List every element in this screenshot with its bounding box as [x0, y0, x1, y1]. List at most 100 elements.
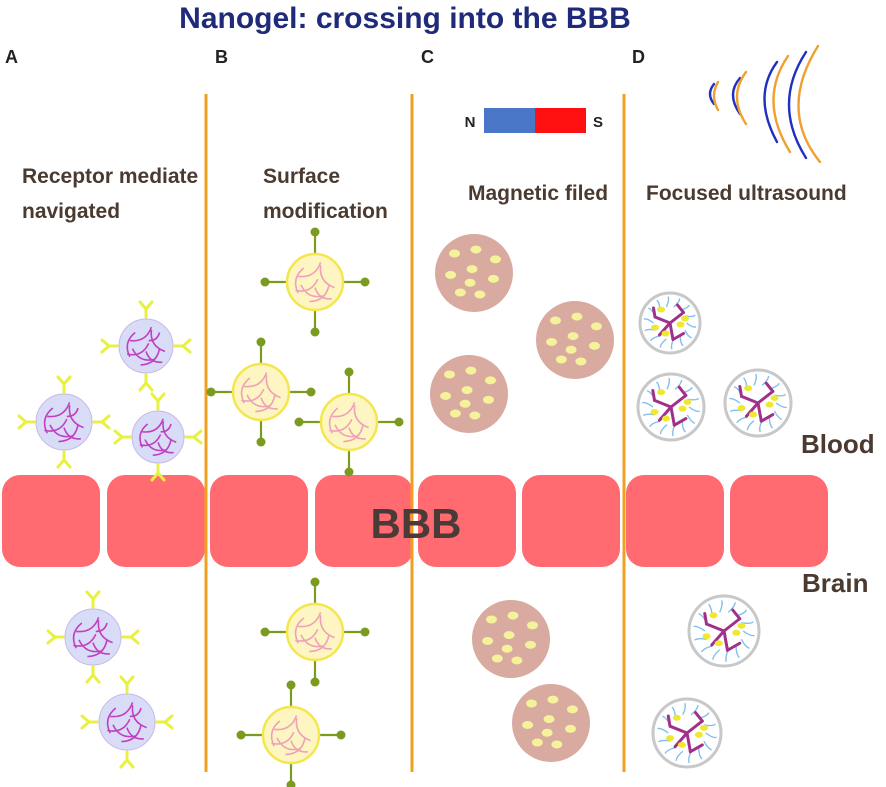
nanogel-payload-dot	[678, 405, 687, 412]
nanogel-strand	[97, 620, 113, 644]
nanogel-main-strand	[652, 306, 657, 319]
nanogel-strand	[353, 405, 369, 429]
magnetic-nanoparticle-dot	[566, 705, 578, 714]
nanogel-fine-strand	[688, 406, 700, 413]
magnetic-nanoparticle-dot	[482, 636, 494, 645]
magnetic-nanoparticle-dot	[526, 699, 537, 708]
ultrasound-wave-arc	[735, 70, 748, 126]
surface-ligand-head	[310, 327, 320, 337]
panel-b-label-line1: Surface	[263, 165, 340, 188]
nanogel-main-strand	[657, 405, 673, 422]
panel-a-label-line2: navigated	[22, 200, 120, 223]
receptor-ligand-arm	[129, 635, 140, 645]
nanogel-fine-strand	[682, 702, 686, 716]
ultrasound-nanogel	[651, 697, 723, 769]
magnetic-nanoparticle-dot	[484, 376, 496, 385]
nanogel-strand	[319, 615, 335, 639]
magnetic-nanoparticle-dot	[461, 386, 473, 395]
nanogel-main-strand	[651, 389, 656, 402]
surface-modified-nanogel	[260, 227, 370, 337]
nanogel-fine-strand	[775, 402, 787, 409]
nanogel-strand	[270, 720, 281, 747]
magnetic-nanoparticle-dot	[464, 278, 476, 287]
receptor-ligand-arm	[91, 590, 101, 601]
nanogel-main-strand	[731, 608, 742, 621]
receptor-ligand-arm	[144, 381, 154, 392]
nanogel-strand	[274, 715, 298, 731]
receptor-ligand-arm	[125, 675, 135, 686]
surface-ligand-head	[306, 387, 316, 397]
nanogel-strand	[294, 617, 305, 644]
magnet-north-pole	[484, 108, 535, 133]
nanogel-fine-strand	[657, 727, 669, 734]
magnetic-nanogel	[536, 301, 614, 379]
receptor-ligand-arm	[156, 392, 166, 403]
barrier-cell	[210, 475, 308, 567]
magnetic-nanoparticle-dot	[551, 740, 563, 749]
nanogel-strand	[110, 702, 134, 718]
magnetic-nanogel	[435, 234, 513, 312]
barrier-cell	[107, 475, 205, 567]
nanogel-strand	[244, 372, 268, 388]
ultrasound-nanogel	[687, 594, 761, 668]
nanogel-payload-dot	[661, 330, 670, 337]
nanogel-fine-strand	[674, 379, 683, 390]
barrier-cell	[626, 475, 724, 567]
panel-c-label: Magnetic filed	[468, 182, 608, 205]
magnetic-nanoparticle-dot	[525, 640, 536, 649]
nanogel-payload-dot	[666, 735, 674, 742]
nanogel-strand	[76, 617, 100, 633]
blood-region-label: Blood	[801, 429, 875, 459]
nanogel-main-strand	[744, 401, 760, 418]
receptor-ligand-arm	[17, 420, 28, 430]
nanogel-fine-strand	[666, 377, 671, 390]
ultrasound-wave-arc	[763, 60, 779, 144]
nanogel-payload-dot	[702, 633, 711, 640]
ultrasound-wave-arc	[772, 54, 792, 154]
nanogel-fine-strand	[686, 322, 697, 328]
magnetic-nanoparticle-dot	[444, 370, 455, 379]
panel-b-label-line2: modification	[263, 200, 388, 223]
barrier-cell	[2, 475, 100, 567]
receptor-ligand-arm	[80, 720, 91, 730]
magnetic-nanoparticle-dot	[483, 395, 494, 404]
nanogel-payload-dot	[676, 321, 685, 328]
receptor-nanogel	[113, 392, 203, 482]
nanogel-main-strand	[668, 321, 675, 341]
nanogel-strand	[298, 612, 322, 628]
nanogel-fine-strand	[693, 625, 706, 632]
receptor-ligand-arm	[100, 414, 111, 424]
nanogel-main-strand	[658, 321, 672, 337]
nanogel-strand	[294, 267, 305, 294]
nanogel-strand	[276, 737, 300, 751]
magnetic-nanoparticle-dot	[565, 724, 576, 733]
nanogel-strand	[144, 439, 166, 452]
nanogel-strand	[246, 394, 270, 408]
surface-ligand-head	[256, 437, 266, 447]
magnetic-nanoparticle-dot	[465, 366, 477, 375]
nanogel-fine-strand	[727, 602, 736, 613]
receptor-ligand-arm	[150, 392, 160, 403]
nanogel-main-strand	[685, 731, 692, 754]
magnetic-nanoparticle-dot	[486, 615, 497, 624]
brain-region-label: Brain	[802, 568, 868, 598]
nanogel-strand	[131, 348, 155, 361]
surface-ligand-head	[360, 627, 370, 637]
nanogel-fine-strand	[742, 630, 755, 637]
magnetic-nanoparticle-dot	[550, 316, 561, 325]
surface-ligand-head	[344, 367, 354, 377]
receptor-ligand-arm	[91, 673, 101, 684]
magnetic-nanoparticle-dot	[454, 288, 466, 297]
nanogel-core	[319, 392, 379, 452]
nanogel-fine-strand	[664, 746, 676, 754]
nanogel-core	[231, 362, 291, 422]
receptor-ligand-arm	[46, 635, 57, 645]
surface-modified-nanogel	[236, 680, 346, 787]
nanogel-strand	[47, 402, 71, 418]
nanogel-payload-dot	[651, 324, 659, 331]
nanogel-strand	[112, 724, 136, 738]
nanogel-fine-strand	[659, 338, 667, 348]
nanogel-strand	[129, 707, 142, 718]
nanogel-fine-strand	[665, 296, 670, 308]
nanogel-main-strand	[726, 641, 742, 652]
